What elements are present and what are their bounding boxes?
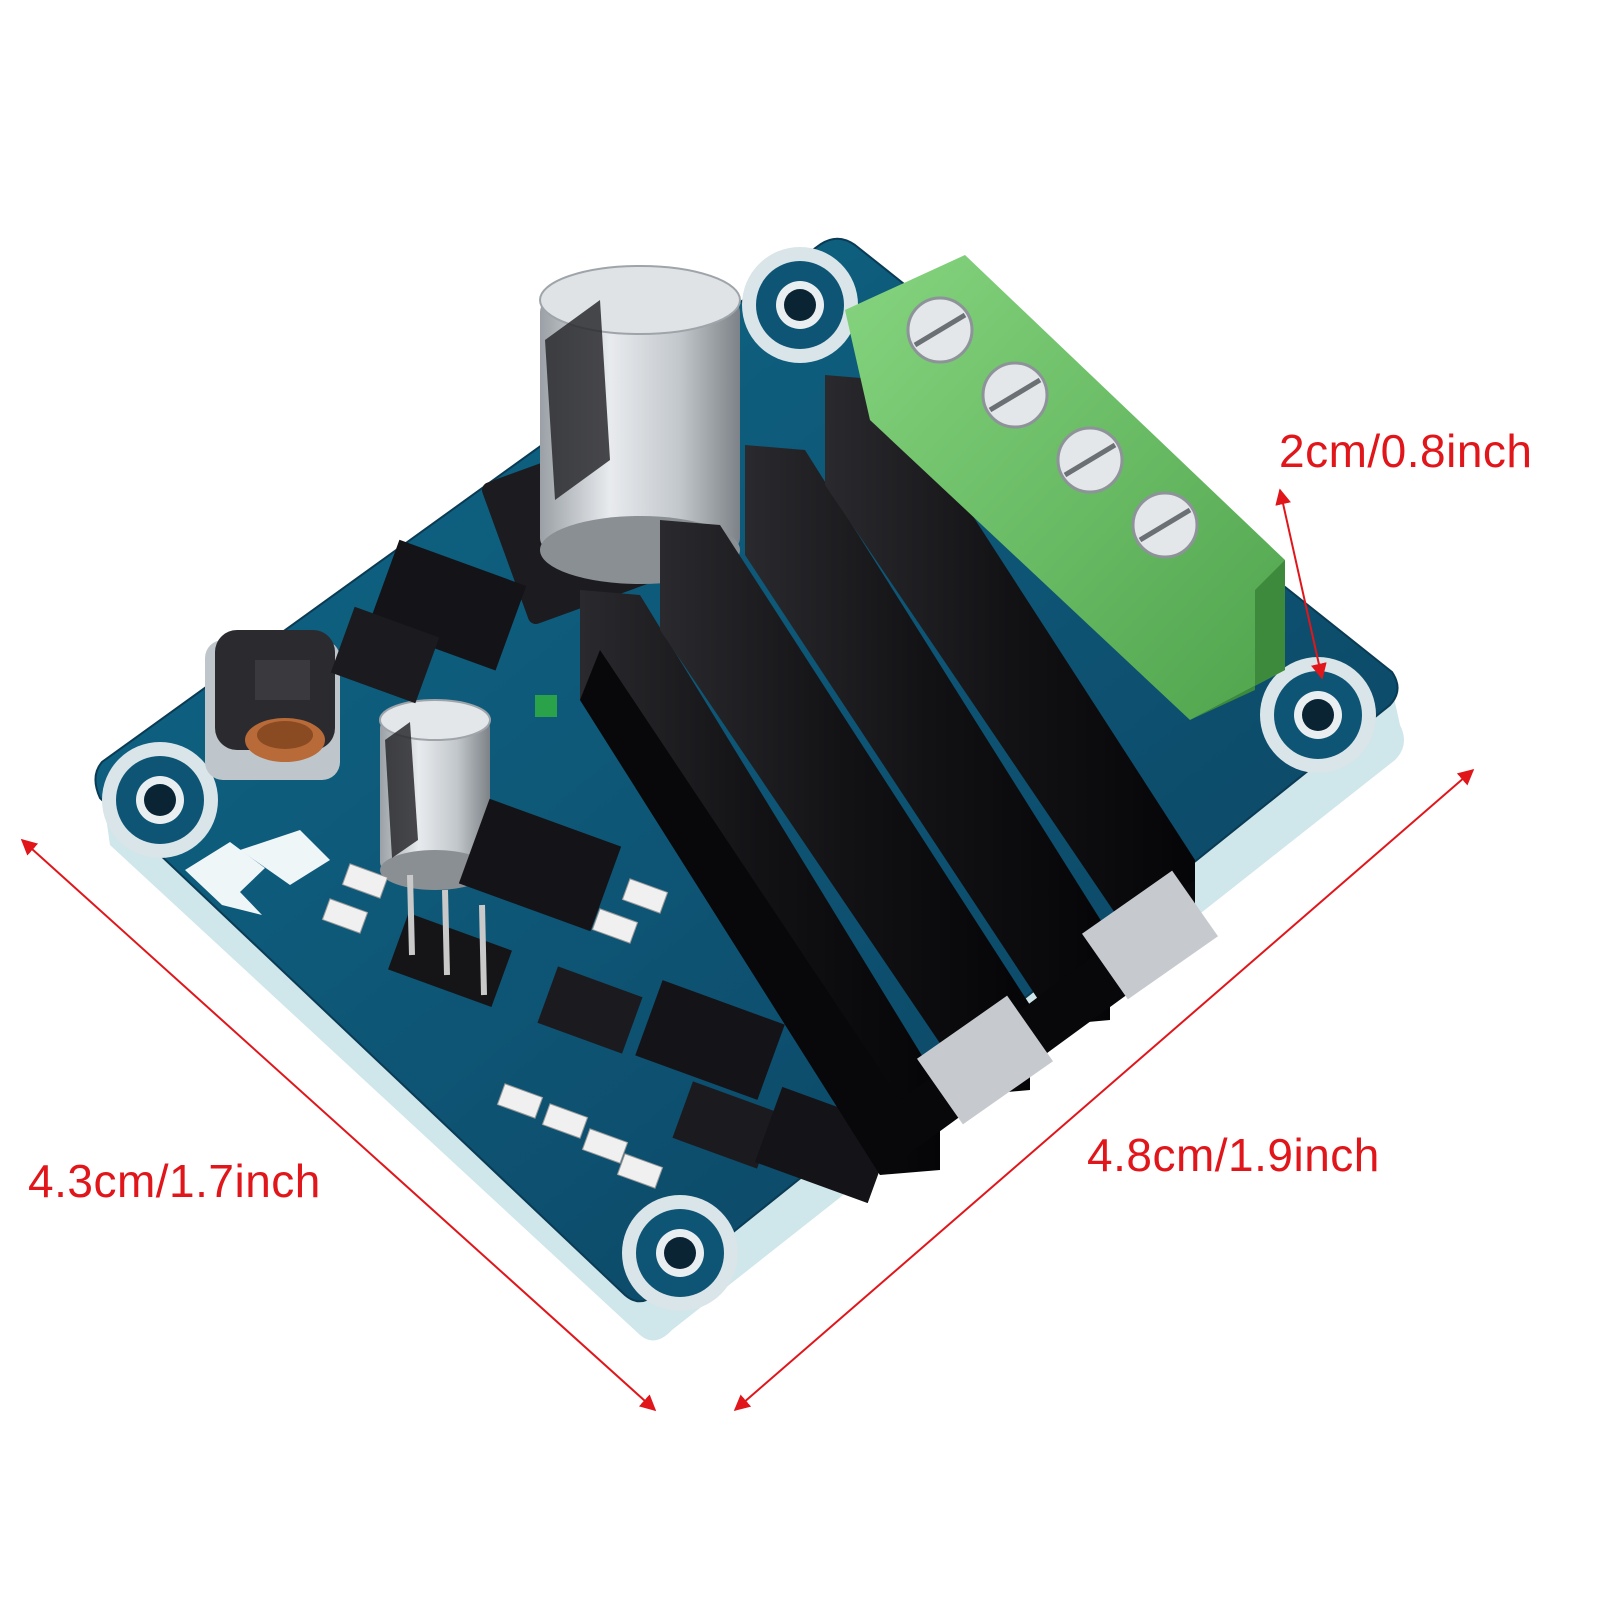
mounting-hole-left [102, 742, 218, 858]
dimension-arrows [20, 488, 1475, 1412]
width-dimension-label: 4.8cm/1.9inch [1087, 1129, 1380, 1181]
height-dimension-label: 2cm/0.8inch [1279, 425, 1533, 477]
width-arrow [733, 768, 1475, 1412]
mounting-hole-bottom [622, 1195, 738, 1311]
depth-arrow [20, 838, 657, 1412]
terminal-block [845, 255, 1285, 720]
mounting-hole-right [1260, 657, 1376, 773]
mounting-hole-top [742, 247, 858, 363]
inductor [205, 630, 340, 780]
capacitor-large [482, 265, 741, 625]
mounting-holes [102, 247, 1376, 1311]
height-arrow [1275, 488, 1327, 680]
depth-dimension-label: 4.3cm/1.7inch [28, 1155, 321, 1207]
